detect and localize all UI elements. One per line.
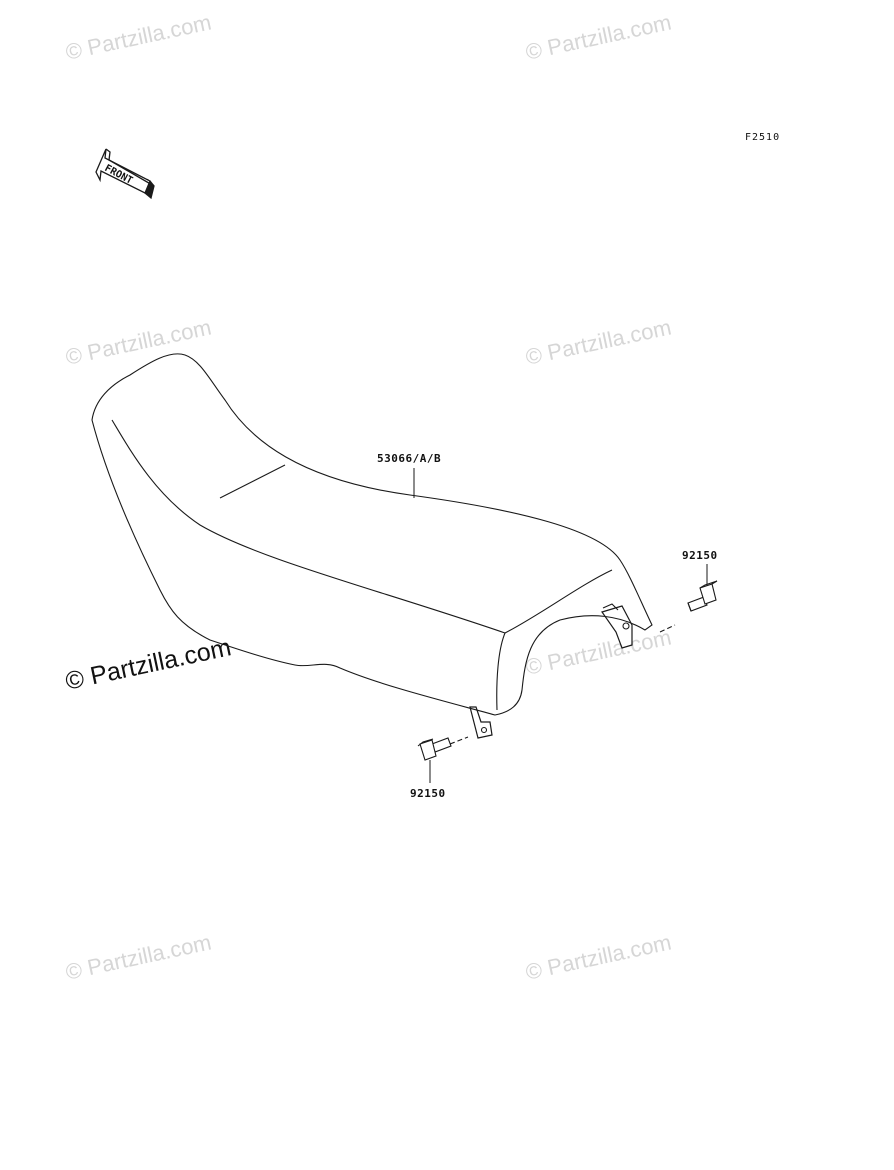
seat-outline bbox=[91, 353, 653, 716]
seat-drawing bbox=[91, 353, 653, 739]
seat-seam bbox=[219, 464, 286, 499]
part-label-bolt-right: 92150 bbox=[682, 549, 718, 562]
seat-bracket-rear bbox=[601, 605, 633, 649]
diagram-code: F2510 bbox=[745, 132, 781, 143]
seat-top-edge bbox=[111, 419, 613, 634]
front-arrow-icon bbox=[95, 148, 155, 200]
part-label-bolt-left: 92150 bbox=[410, 787, 446, 800]
seat-bracket-front bbox=[469, 706, 493, 739]
bolt-left-icon bbox=[417, 736, 469, 761]
part-label-seat: 53066/A/B bbox=[377, 452, 442, 465]
bolt-right-icon bbox=[659, 580, 718, 633]
bracket-hole-icon bbox=[480, 726, 488, 734]
bracket-hole-icon bbox=[622, 622, 630, 630]
seat-crease bbox=[496, 632, 506, 711]
